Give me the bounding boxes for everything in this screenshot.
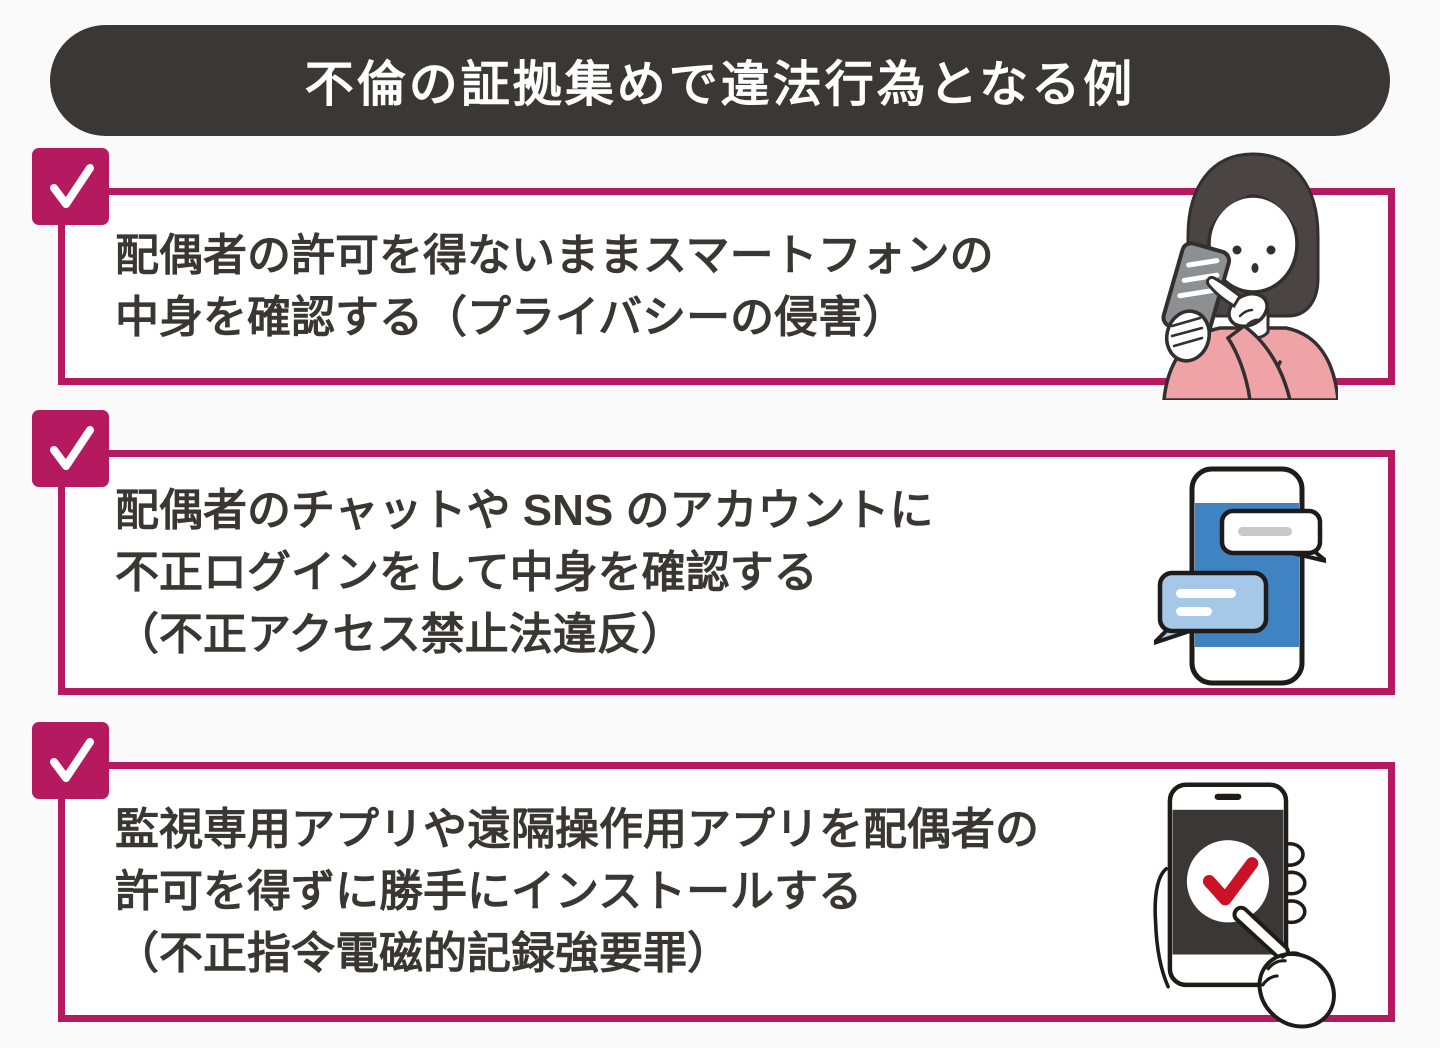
item-text: 監視専用アプリや遠隔操作用アプリを配偶者の 許可を得ずに勝手にインストールする … <box>115 799 1039 985</box>
item-text: 配偶者のチャットや SNS のアカウントに 不正ログインをして中身を確認する （… <box>115 480 933 666</box>
item-text-line: 不正ログインをして中身を確認する <box>115 547 818 597</box>
check-icon <box>49 425 94 470</box>
header-banner: 不倫の証拠集めで違法行為となる例 <box>50 25 1390 136</box>
checkbox-checked <box>32 410 109 487</box>
chat-smartphone-illustration <box>1154 466 1326 686</box>
item-box-unauthorized-login: 配偶者のチャットや SNS のアカウントに 不正ログインをして中身を確認する （… <box>32 410 1395 695</box>
item-text: 配偶者の許可を得ないままスマートフォンの 中身を確認する（プライバシーの侵害） <box>115 225 994 349</box>
item-box-spy-app-install: 監視専用アプリや遠隔操作用アプリを配偶者の 許可を得ずに勝手にインストールする … <box>32 722 1395 1029</box>
install-smartphone-illustration <box>1153 782 1336 1029</box>
item-text-line: 監視専用アプリや遠隔操作用アプリを配偶者の <box>115 805 1039 854</box>
item-text-line: 中身を確認する（プライバシーの侵害） <box>115 292 907 342</box>
checkbox-checked <box>32 722 109 799</box>
check-icon <box>49 163 94 208</box>
page-title: 不倫の証拠集めで違法行為となる例 <box>304 58 1136 112</box>
item-text-line: （不正アクセス禁止法違反） <box>115 609 685 659</box>
checkbox-checked <box>32 148 109 225</box>
item-text-line: （不正指令電磁的記録強要罪） <box>115 929 731 978</box>
item-text-line: 許可を得ずに勝手にインストールする <box>115 867 863 916</box>
check-icon <box>49 737 94 782</box>
woman-smartphone-illustration <box>1161 152 1338 400</box>
item-box-privacy: 配偶者の許可を得ないままスマートフォンの 中身を確認する（プライバシーの侵害） <box>32 148 1395 400</box>
item-text-line: 配偶者の許可を得ないままスマートフォンの <box>115 230 994 280</box>
item-text-line: 配偶者のチャットや SNS のアカウントに <box>115 485 934 535</box>
